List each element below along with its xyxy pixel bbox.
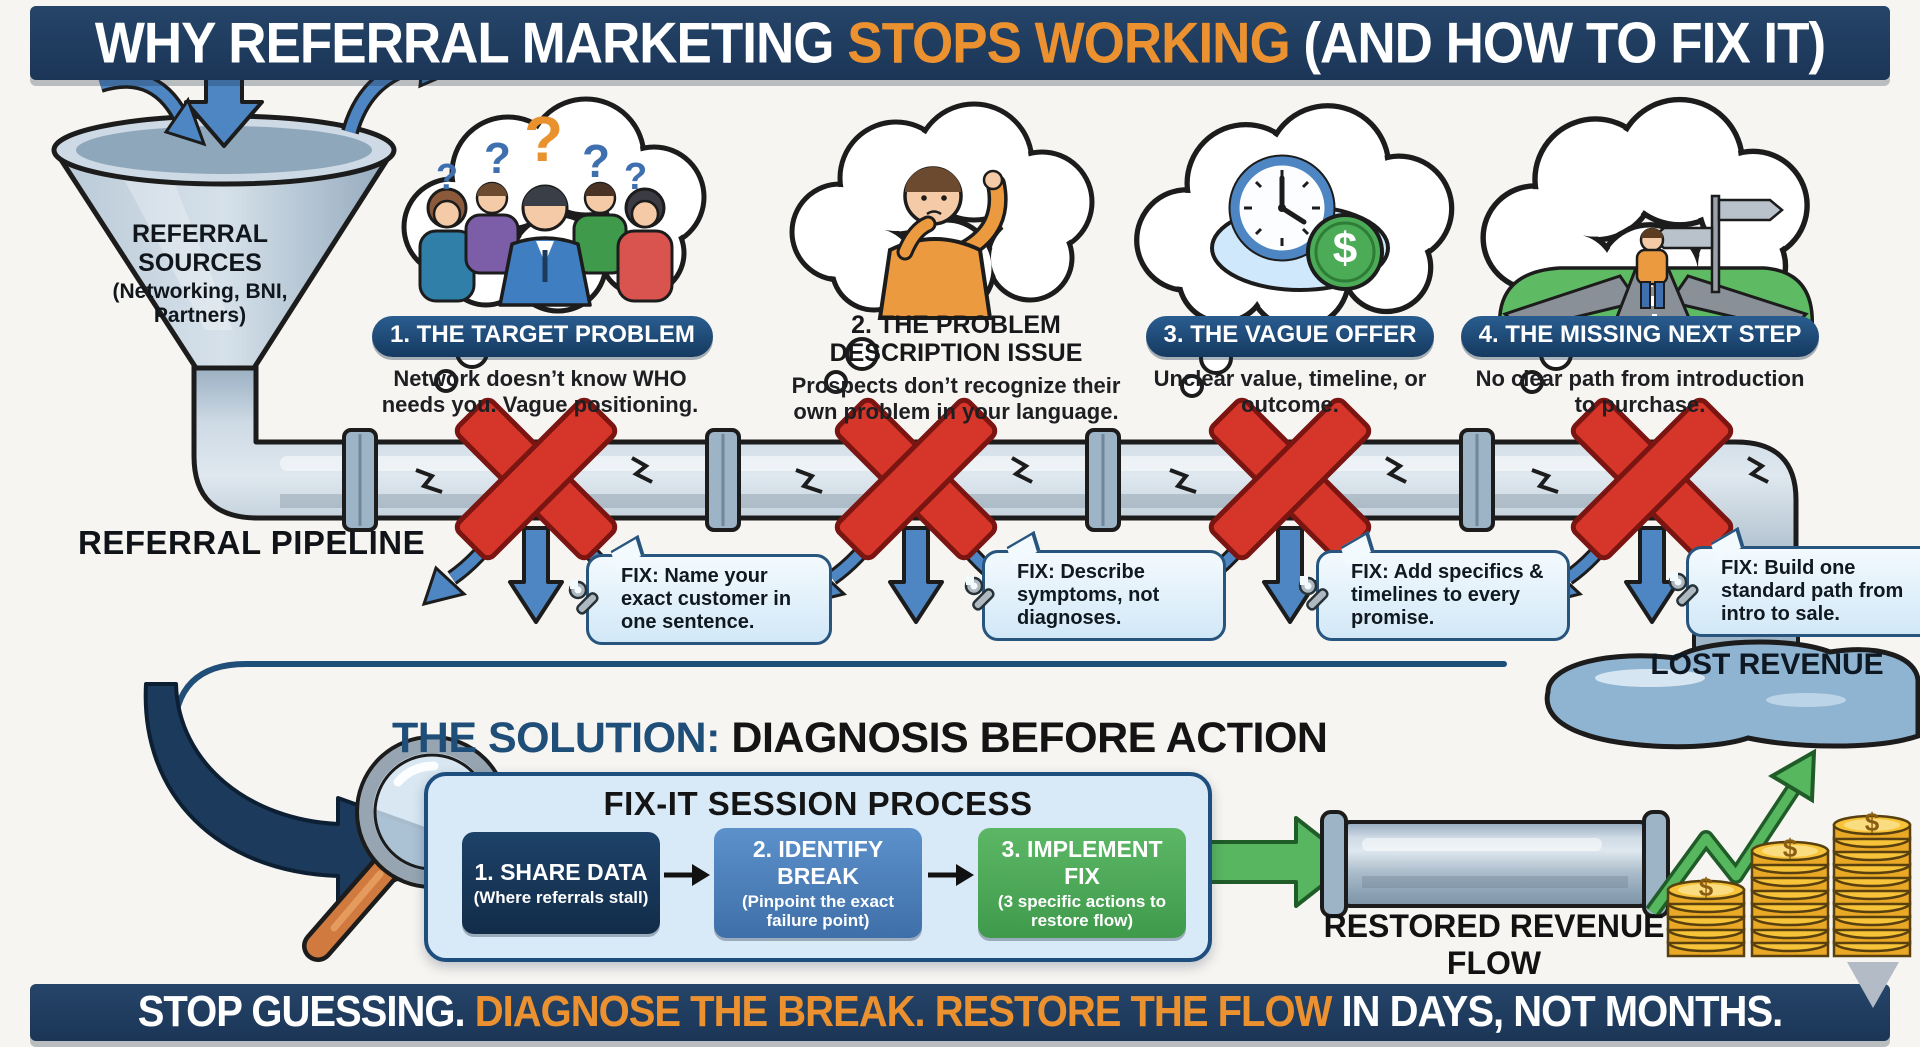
fix-bubble-3: FIX: Add specifics & timelines to every … <box>1298 550 1570 642</box>
problem-3-label: 3. THE VAGUE OFFER <box>1145 316 1435 357</box>
top-title-banner: WHY REFERRAL MARKETING STOPS WORKING (AN… <box>30 6 1890 80</box>
page-title: WHY REFERRAL MARKETING STOPS WORKING (AN… <box>94 10 1826 76</box>
step-2-title: 2. IDENTIFY BREAK <box>752 835 884 889</box>
question-mark-icon: ? <box>582 135 611 187</box>
growth-arrow-icon <box>1645 748 1817 917</box>
wrench-icon <box>568 580 599 615</box>
page-title-part1: WHY REFERRAL MARKETING <box>94 11 848 75</box>
step-3-subtitle: (3 specific actions to restore flow) <box>997 891 1167 930</box>
page-title-highlight: STOPS WORKING <box>847 11 1290 75</box>
confused-man-icon <box>877 166 1008 320</box>
right-arrow-icon <box>664 864 710 886</box>
cta-part1: STOP GUESSING. <box>137 988 475 1036</box>
fix-bubble-2: FIX: Describe symptoms, not diagnoses. <box>964 550 1226 642</box>
problem-2-label: 2. THE PROBLEM DESCRIPTION ISSUE <box>829 311 1083 367</box>
step-2-subtitle: (Pinpoint the exact failure point) <box>741 891 895 930</box>
right-arrow-icon <box>928 864 974 886</box>
cta-highlight: DIAGNOSE THE BREAK. RESTORE THE FLOW <box>474 988 1333 1036</box>
dollar-icon: $ <box>1864 807 1880 837</box>
down-triangle-icon <box>1847 962 1899 1008</box>
lost-revenue-puddle-icon <box>1544 639 1920 750</box>
step-identify-break: 2. IDENTIFY BREAK (Pinpoint the exact fa… <box>714 828 922 938</box>
question-mark-icon: ? <box>624 156 648 198</box>
coin-stacks-icon <box>1666 814 1912 958</box>
funnel-subtitle: (Networking, BNI, Partners) <box>112 280 288 327</box>
step-1-title: 1. SHARE DATA <box>474 858 648 885</box>
step-1-subtitle: (Where referrals stall) <box>473 887 649 907</box>
cta-text: STOP GUESSING. DIAGNOSE THE BREAK. RESTO… <box>138 988 1783 1037</box>
fix-bubble-1-text: FIX: Name your exact customer in one sen… <box>621 565 792 633</box>
problem-3-description: Unclear value, timeline, or outcome. <box>1153 366 1427 417</box>
pipeline-label: REFERRAL PIPELINE <box>78 524 426 561</box>
step-implement-fix: 3. IMPLEMENT FIX (3 specific actions to … <box>978 828 1186 938</box>
step-share-data: 1. SHARE DATA (Where referrals stall) <box>462 832 660 934</box>
fix-bubble-4: FIX: Build one standard path from intro … <box>1668 546 1920 638</box>
step-3-title: 3. IMPLEMENT FIX <box>1001 835 1163 889</box>
audience-group-icon <box>418 181 674 307</box>
wrench-icon <box>964 576 995 611</box>
time-money-icon <box>1210 154 1390 292</box>
restored-pipe-icon <box>1320 810 1670 918</box>
funnel-label: REFERRAL SOURCES (Networking, BNI, Partn… <box>70 220 330 327</box>
bottom-cta-banner: STOP GUESSING. DIAGNOSE THE BREAK. RESTO… <box>30 984 1890 1041</box>
page-title-part2: (AND HOW TO FIX IT) <box>1289 11 1826 75</box>
funnel-title: REFERRAL SOURCES <box>131 220 269 277</box>
fix-bubble-2-text: FIX: Describe symptoms, not diagnoses. <box>1017 561 1160 629</box>
solution-title-rest: DIAGNOSIS BEFORE ACTION <box>719 714 1328 762</box>
question-mark-icon: ? <box>436 156 458 197</box>
fix-bubble-4-text: FIX: Build one standard path from intro … <box>1721 557 1904 625</box>
fixit-process-title: FIX-IT SESSION PROCESS <box>603 785 1033 822</box>
problem-4-block: 4. THE MISSING NEXT STEP No clear path f… <box>1450 316 1830 418</box>
question-mark-icon: ? <box>524 103 564 175</box>
wrench-icon <box>1298 576 1329 611</box>
problem-3-block: 3. THE VAGUE OFFER Unclear value, timeli… <box>1122 316 1458 418</box>
problem-4-description: No clear path from introduction to purch… <box>1475 366 1805 417</box>
solution-title: THE SOLUTION: DIAGNOSIS BEFORE ACTION <box>392 714 1328 763</box>
dollar-icon: $ <box>1782 833 1798 863</box>
restored-revenue-label: RESTORED REVENUE FLOW <box>1323 908 1665 981</box>
fixit-process-box: FIX-IT SESSION PROCESS 1. SHARE DATA (Wh… <box>424 772 1212 962</box>
dollar-icon: $ <box>1698 872 1714 902</box>
problem-2-block: 2. THE PROBLEM DESCRIPTION ISSUE Prospec… <box>788 311 1124 425</box>
fix-bubble-3-text: FIX: Add specifics & timelines to every … <box>1351 561 1544 629</box>
solution-title-accent: THE SOLUTION: <box>392 714 720 762</box>
dollar-icon: $ <box>1332 224 1358 273</box>
problem-1-description: Network doesn’t know WHO needs you. Vagu… <box>381 366 699 417</box>
problem-1-label: 1. THE TARGET PROBLEM <box>372 316 713 357</box>
problem-2-description: Prospects don’t recognize their own prob… <box>791 373 1121 424</box>
problem-1-block: 1. THE TARGET PROBLEM Network doesn’t kn… <box>372 316 713 418</box>
wrench-icon <box>1668 572 1699 607</box>
lost-revenue-label: LOST REVENUE <box>1650 648 1884 681</box>
cta-part2: IN DAYS, NOT MONTHS. <box>1331 988 1783 1036</box>
question-mark-icon: ? <box>484 134 511 183</box>
problem-4-label: 4. THE MISSING NEXT STEP <box>1460 316 1820 357</box>
funnel-icon <box>51 113 397 371</box>
thought-cloud-2 <box>792 104 1092 394</box>
fix-bubble-1: FIX: Name your exact customer in one sen… <box>568 554 832 646</box>
